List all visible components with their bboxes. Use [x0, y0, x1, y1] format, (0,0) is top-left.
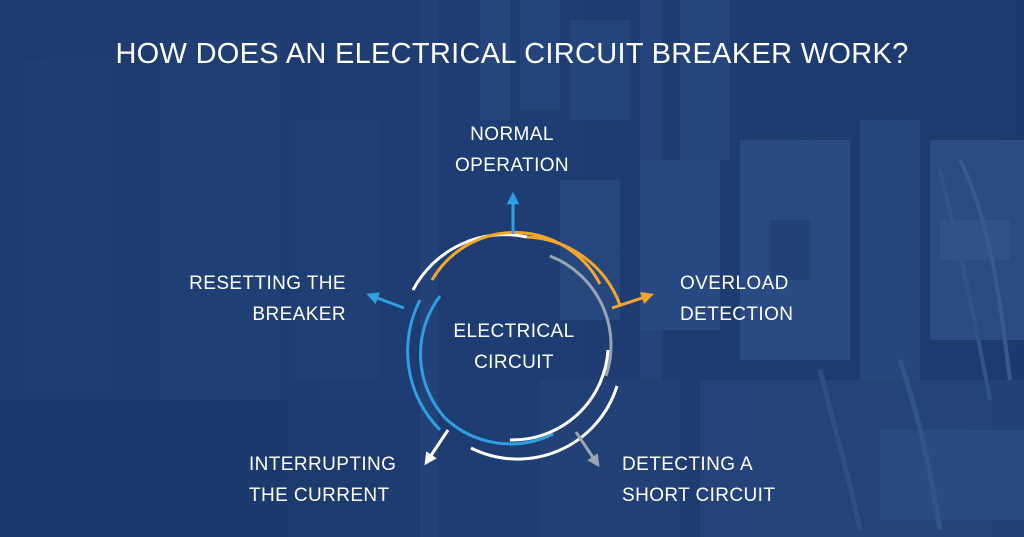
arrow-resetting-breaker — [372, 296, 404, 308]
step-overload-detection: OVERLOAD DETECTION — [680, 268, 793, 330]
step-interrupting-current: INTERRUPTING THE CURRENT — [249, 449, 396, 511]
arrow-interrupting-current — [428, 430, 448, 460]
step-detecting-short-circuit: DETECTING A SHORT CIRCUIT — [622, 449, 775, 511]
arc-blue-bottom — [445, 418, 553, 444]
arc-blue-outer — [408, 300, 440, 430]
arc-orange — [432, 232, 600, 284]
step-resetting-breaker: RESETTING THE BREAKER — [188, 268, 346, 330]
center-label-electrical-circuit: ELECTRICAL CIRCUIT — [439, 316, 589, 378]
arrow-short-circuit — [576, 432, 596, 462]
step-normal-operation: NORMAL OPERATION — [442, 119, 582, 181]
outer-ring-white-lower — [471, 386, 617, 459]
